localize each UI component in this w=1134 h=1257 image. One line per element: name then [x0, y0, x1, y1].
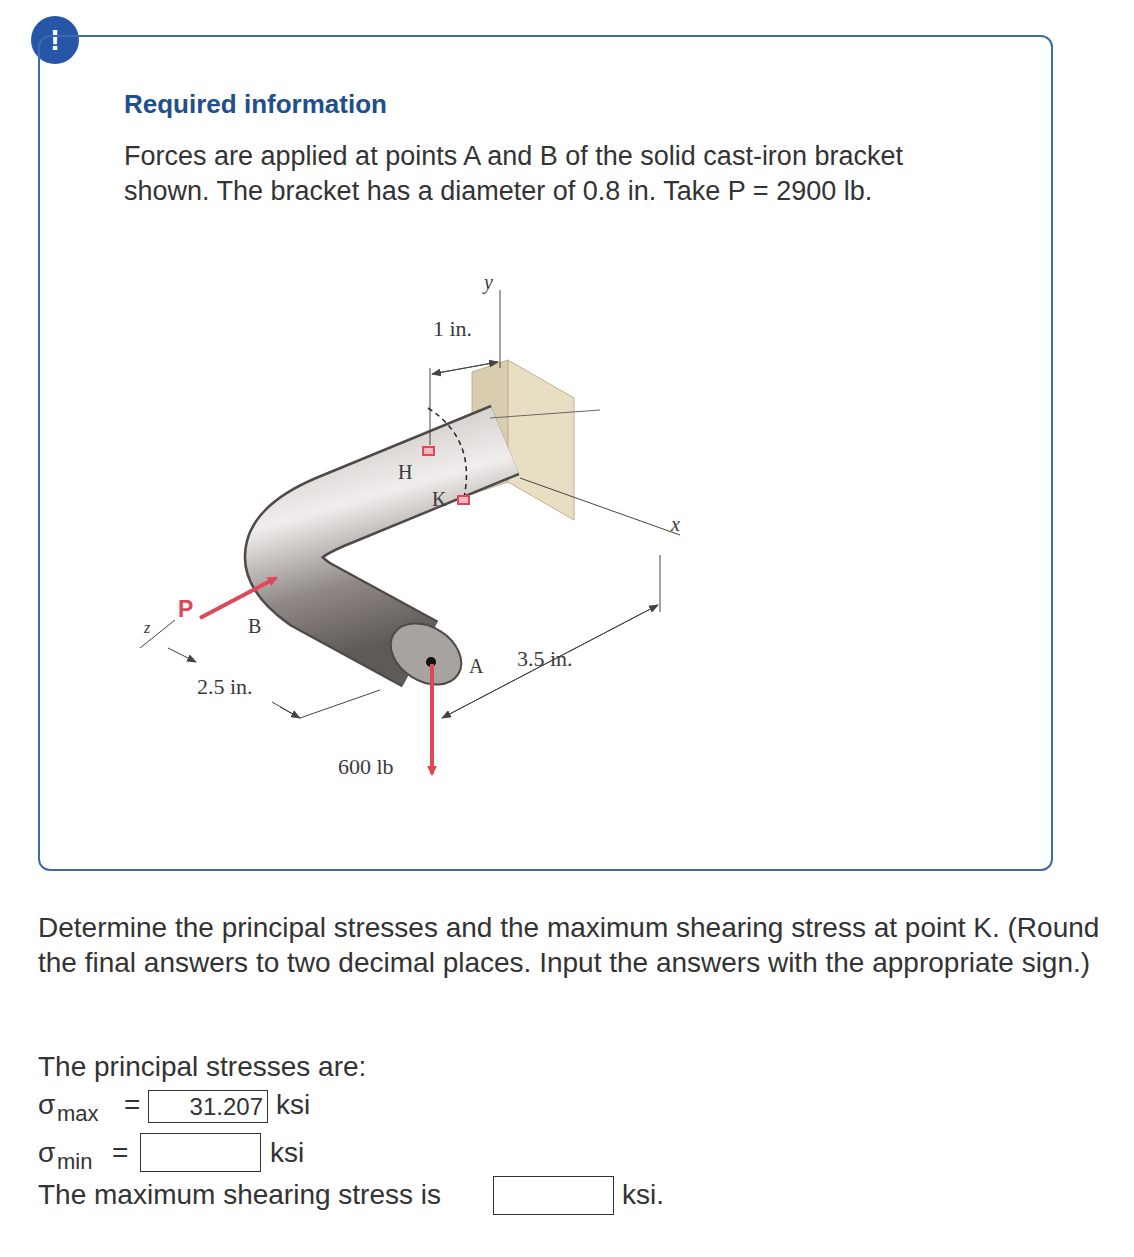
answer-box: 31.207: [148, 1090, 268, 1123]
subscript: max: [57, 1101, 99, 1127]
sigma-symbol: σ: [38, 1136, 55, 1170]
answer-value: 31.207: [190, 1095, 263, 1119]
y-axis: [500, 290, 501, 368]
surface-line: [490, 410, 600, 418]
point-label: A: [469, 654, 483, 678]
answer-box: [494, 1177, 614, 1215]
x-axis: [520, 478, 680, 535]
card-heading: Required information: [124, 87, 1051, 121]
bracket-outline: [282, 440, 505, 654]
sigma-symbol: σ: [38, 1088, 55, 1122]
dimension-line: [442, 605, 658, 718]
question-text: Determine the principal stresses and the…: [38, 910, 1108, 980]
point-label: B: [248, 614, 261, 638]
info-card: Required informationForces are applied a…: [38, 35, 1053, 871]
point-h-marker: [423, 447, 434, 455]
axis-label: x: [671, 512, 680, 536]
extension-line: [300, 690, 380, 718]
alert-mark: !: [50, 25, 60, 55]
point-k-marker: [458, 496, 469, 504]
dimension-line: [432, 362, 498, 374]
unit-label: ksi.: [622, 1178, 664, 1212]
axis-label: z: [144, 618, 150, 637]
force-p-arrow: [200, 578, 276, 618]
dimension: 3.5 in.: [517, 646, 573, 672]
extension-line: [430, 368, 431, 445]
dimension-line: [272, 702, 300, 718]
end-face: [379, 611, 472, 697]
force-label: P: [178, 596, 193, 624]
card-paragraph: Forces are applied at points A and B of …: [124, 139, 974, 209]
point-label: H: [398, 460, 412, 484]
prompt-text: The maximum shearing stress is: [38, 1178, 441, 1212]
dimension-line: [280, 707, 300, 718]
dimension-line: [432, 362, 498, 374]
unit-label: ksi: [276, 1088, 310, 1122]
answer-box: [141, 1134, 261, 1172]
dimension: 1 in.: [433, 316, 472, 342]
point-label: K: [432, 487, 446, 511]
dimension: 2.5 in.: [197, 674, 253, 700]
force-600-arrow: [430, 664, 434, 774]
force-label: 600 lb: [338, 754, 394, 780]
axis-label: y: [484, 270, 493, 294]
subscript: min: [57, 1149, 92, 1175]
bracket-body: [282, 440, 505, 654]
dimension-line: [168, 648, 196, 662]
dimension-line: [442, 605, 658, 718]
equals-sign: =: [124, 1088, 140, 1122]
prompt-text: The principal stresses are:: [38, 1050, 366, 1084]
extension-line: [660, 555, 661, 612]
equals-sign: =: [112, 1136, 128, 1170]
unit-label: ksi: [270, 1136, 304, 1170]
